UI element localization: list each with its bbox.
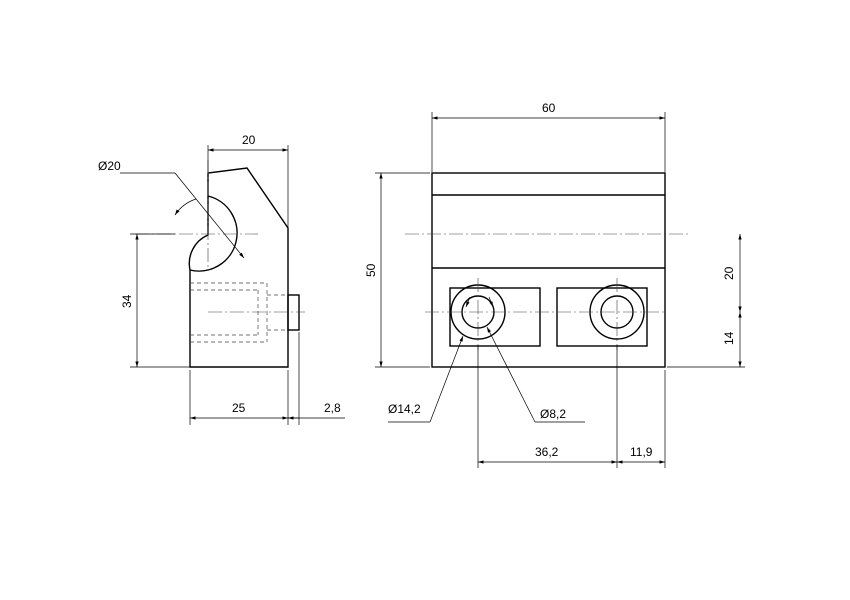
- side-view: 20 Ø20 34 25 2,8: [98, 133, 345, 425]
- dim-front-hole-spacing: 36,2: [535, 445, 559, 459]
- dim-front-overall-height: 50: [364, 263, 378, 277]
- dim-side-width-top: 20: [242, 133, 256, 147]
- side-view-outline: [188, 167, 289, 368]
- front-view-pocket-right: [556, 287, 648, 347]
- front-view-outline: [431, 172, 666, 368]
- dim-side-arc-diameter: Ø20: [98, 159, 121, 173]
- dim-side-width-bottom: 25: [232, 401, 246, 415]
- side-view-bore-arc: [189, 195, 238, 272]
- dim-front-height-lower: 14: [722, 331, 736, 345]
- dim-side-boss: 2,8: [324, 401, 341, 415]
- front-view-pocket-left: [449, 287, 541, 347]
- dim-front-hole: Ø8,2: [540, 407, 566, 421]
- dim-front-counterbore: Ø14,2: [388, 402, 421, 416]
- dim-side-height: 34: [120, 294, 134, 308]
- front-view: 60 50 20 14 Ø14,2 Ø8,2 36,2 11,9: [364, 101, 745, 468]
- dim-front-height-upper: 20: [722, 266, 736, 280]
- side-view-boss: [287, 294, 300, 331]
- dim-front-hole-edge: 11,9: [630, 445, 653, 459]
- dim-front-overall-width: 60: [542, 101, 556, 115]
